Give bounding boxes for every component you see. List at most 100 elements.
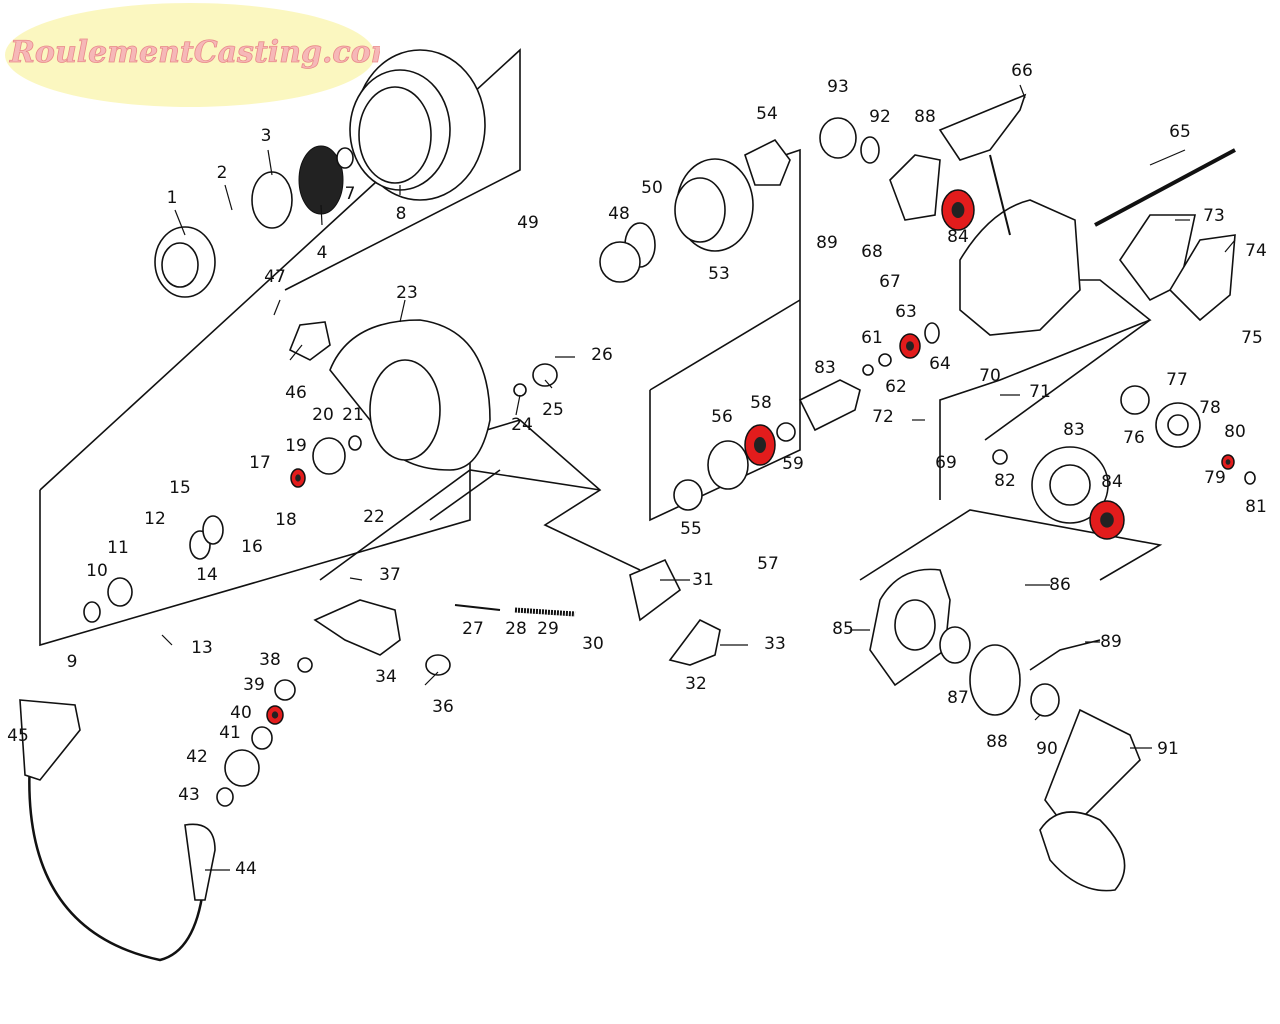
reel-body-part xyxy=(959,199,1081,336)
part-label-84: 84 xyxy=(947,227,969,247)
part-label-81: 81 xyxy=(1245,497,1267,517)
part-label-14: 14 xyxy=(196,565,218,585)
part-label-20: 20 xyxy=(312,405,334,425)
part-label-32: 32 xyxy=(685,674,707,694)
roller-support-34-part xyxy=(313,599,401,656)
logo-badge xyxy=(5,3,375,107)
cover-74-part xyxy=(1168,234,1236,322)
part-label-72: 72 xyxy=(872,407,894,427)
part-label-85: 85 xyxy=(832,619,854,639)
part-label-39: 39 xyxy=(243,675,265,695)
part-label-43: 43 xyxy=(178,785,200,805)
part-label-25: 25 xyxy=(542,400,564,420)
part-label-8: 8 xyxy=(396,204,407,224)
part-label-82: 82 xyxy=(994,471,1016,491)
part-label-61: 61 xyxy=(861,328,883,348)
part-label-54: 54 xyxy=(756,104,778,124)
part-label-88: 88 xyxy=(986,732,1008,752)
part-label-3: 3 xyxy=(261,126,272,146)
part-label-87: 87 xyxy=(947,688,969,708)
part-label-9: 9 xyxy=(67,652,78,672)
logo: RoulementCasting.com xyxy=(5,3,380,107)
part-label-46: 46 xyxy=(285,383,307,403)
part-label-28: 28 xyxy=(505,619,527,639)
part-label-74: 74 xyxy=(1245,241,1267,261)
collar-54-part xyxy=(744,138,791,186)
part-label-57: 57 xyxy=(757,554,779,574)
part-label-38: 38 xyxy=(259,650,281,670)
part-label-40: 40 xyxy=(230,703,252,723)
part-label-49: 49 xyxy=(517,213,539,233)
logo-text: RoulementCasting.com xyxy=(9,35,380,70)
part-label-66: 66 xyxy=(1011,61,1033,81)
part-label-88: 88 xyxy=(914,107,936,127)
part-label-83: 83 xyxy=(814,358,836,378)
part-label-48: 48 xyxy=(608,204,630,224)
part-label-22: 22 xyxy=(363,507,385,527)
part-label-58: 58 xyxy=(750,393,772,413)
part-label-30: 30 xyxy=(582,634,604,654)
highlighted-bearings xyxy=(266,189,1235,725)
part-label-78: 78 xyxy=(1199,398,1221,418)
part-label-83: 83 xyxy=(1063,420,1085,440)
spring-part xyxy=(514,607,576,617)
part-label-12: 12 xyxy=(144,509,166,529)
part-label-41: 41 xyxy=(219,723,241,743)
part-label-2: 2 xyxy=(217,163,228,183)
part-label-4: 4 xyxy=(317,243,328,263)
line-roller-arm-part xyxy=(184,823,216,901)
part-label-31: 31 xyxy=(692,570,714,590)
part-label-91: 91 xyxy=(1157,739,1179,759)
part-label-16: 16 xyxy=(241,537,263,557)
part-label-1: 1 xyxy=(167,188,178,208)
part-label-23: 23 xyxy=(396,283,418,303)
pinion-gear-part xyxy=(798,379,861,432)
bearing-bore xyxy=(951,202,965,218)
part-label-7: 7 xyxy=(345,184,356,204)
part-label-69: 69 xyxy=(935,453,957,473)
group-outlines xyxy=(39,48,1163,671)
part-label-79: 79 xyxy=(1204,468,1226,488)
part-label-29: 29 xyxy=(537,619,559,639)
part-label-44: 44 xyxy=(235,859,257,879)
part-label-34: 34 xyxy=(375,667,397,687)
part-label-93: 93 xyxy=(827,77,849,97)
drag-washer-part xyxy=(251,171,293,229)
part-label-75: 75 xyxy=(1241,328,1263,348)
part-label-42: 42 xyxy=(186,747,208,767)
bail-holder-46-part xyxy=(288,321,331,361)
part-label-68: 68 xyxy=(861,242,883,262)
part-label-55: 55 xyxy=(680,519,702,539)
part-label-76: 76 xyxy=(1123,428,1145,448)
part-label-37: 37 xyxy=(379,565,401,585)
part-label-71: 71 xyxy=(1029,382,1051,402)
part-label-64: 64 xyxy=(929,354,951,374)
bearing-bore xyxy=(754,437,766,453)
part-label-24: 24 xyxy=(511,415,533,435)
part-label-45: 45 xyxy=(7,726,29,746)
arm-lever-31-part xyxy=(629,558,682,622)
part-label-63: 63 xyxy=(895,302,917,322)
part-label-67: 67 xyxy=(879,272,901,292)
part-label-11: 11 xyxy=(107,538,129,558)
part-label-10: 10 xyxy=(86,561,108,581)
part-label-92: 92 xyxy=(869,107,891,127)
bail-trip-rod-part xyxy=(454,604,501,611)
part-label-27: 27 xyxy=(462,619,484,639)
part-label-17: 17 xyxy=(249,453,271,473)
bail-wire-part xyxy=(28,759,207,962)
part-label-77: 77 xyxy=(1166,370,1188,390)
part-label-19: 19 xyxy=(285,436,307,456)
part-label-80: 80 xyxy=(1224,422,1246,442)
reel-foot-part xyxy=(938,93,1027,161)
main-shaft-part xyxy=(1094,148,1236,227)
part-label-50: 50 xyxy=(641,178,663,198)
part-label-53: 53 xyxy=(708,264,730,284)
bearing-bore xyxy=(271,711,279,719)
part-label-56: 56 xyxy=(711,407,733,427)
handle-knob-part xyxy=(1039,811,1126,892)
part-label-90: 90 xyxy=(1036,739,1058,759)
